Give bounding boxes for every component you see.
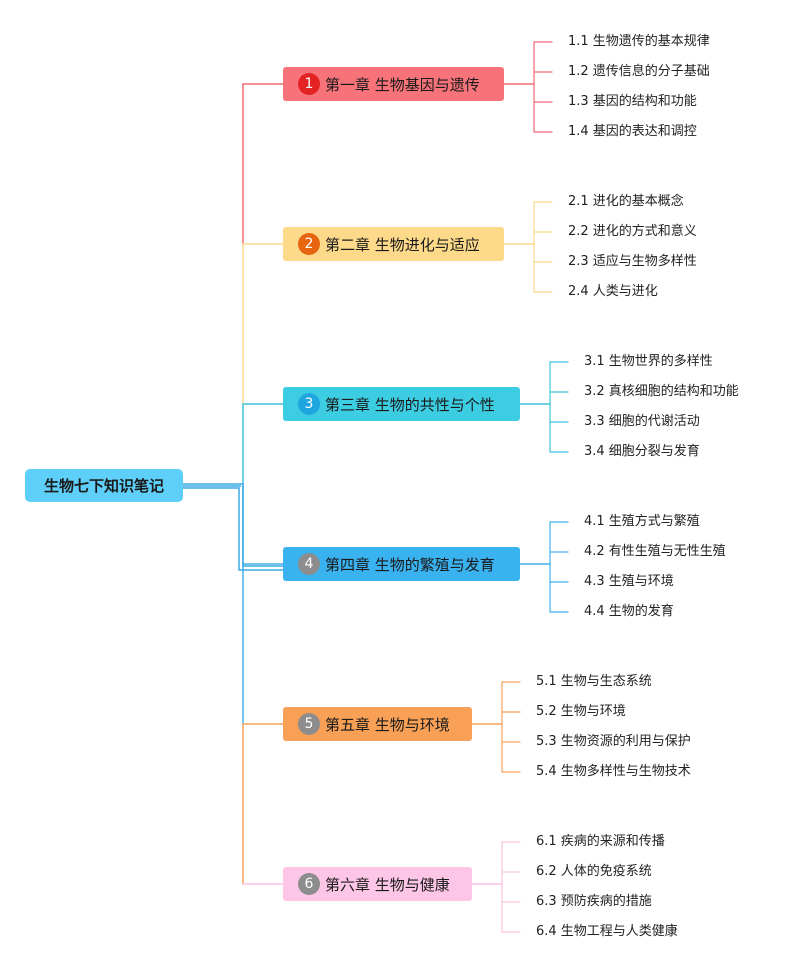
subtopic-item[interactable]: 3.1 生物世界的多样性 [584, 354, 713, 369]
subtopic-item[interactable]: 3.2 真核细胞的结构和功能 [584, 384, 739, 399]
subtopic-item[interactable]: 2.1 进化的基本概念 [568, 194, 684, 209]
chapter-node-6[interactable]: 6 第六章 生物与健康 [283, 867, 472, 901]
subtopic-item[interactable]: 5.4 生物多样性与生物技术 [536, 764, 691, 779]
chapter-label: 第三章 生物的共性与个性 [325, 395, 495, 414]
chapter-label: 第六章 生物与健康 [325, 875, 450, 894]
chapter-label: 第一章 生物基因与遗传 [325, 75, 480, 94]
root-connector-line [183, 487, 283, 571]
chapter-node-4[interactable]: 4 第四章 生物的繁殖与发育 [283, 547, 520, 581]
chapter-label: 第二章 生物进化与适应 [325, 235, 480, 254]
subtopic-item[interactable]: 5.1 生物与生态系统 [536, 674, 652, 689]
chapter-node-5[interactable]: 5 第五章 生物与环境 [283, 707, 472, 741]
subtopic-item[interactable]: 2.2 进化的方式和意义 [568, 224, 697, 239]
subtopic-item[interactable]: 1.3 基因的结构和功能 [568, 94, 697, 109]
number-badge-icon: 6 [298, 873, 320, 895]
chapter-node-1[interactable]: 1 第一章 生物基因与遗传 [283, 67, 504, 101]
subtopic-item[interactable]: 6.3 预防疾病的措施 [536, 894, 652, 909]
subtopic-item[interactable]: 1.4 基因的表达和调控 [568, 124, 697, 139]
subtopic-item[interactable]: 5.2 生物与环境 [536, 704, 626, 719]
root-label: 生物七下知识笔记 [43, 477, 164, 495]
subtopic-item[interactable]: 5.3 生物资源的利用与保护 [536, 734, 691, 749]
number-badge-icon: 4 [298, 553, 320, 575]
subtopic-item[interactable]: 4.4 生物的发育 [584, 604, 674, 619]
number-badge-icon: 1 [298, 73, 320, 95]
chapter-node-3[interactable]: 3 第三章 生物的共性与个性 [283, 387, 520, 421]
subtopic-item[interactable]: 6.4 生物工程与人类健康 [536, 924, 678, 939]
subtopic-item[interactable]: 2.3 适应与生物多样性 [568, 254, 697, 269]
number-badge-icon: 5 [298, 713, 320, 735]
subtopic-item[interactable]: 3.3 细胞的代谢活动 [584, 414, 700, 429]
root-connector-line [183, 483, 283, 567]
subtopic-item[interactable]: 4.2 有性生殖与无性生殖 [584, 544, 726, 559]
subtopic-item[interactable]: 3.4 细胞分裂与发育 [584, 444, 700, 459]
chapter-label: 第五章 生物与环境 [325, 715, 450, 734]
subtopic-item[interactable]: 6.2 人体的免疫系统 [536, 864, 652, 879]
subtopic-item[interactable]: 1.2 遗传信息的分子基础 [568, 64, 710, 79]
chapter-node-2[interactable]: 2 第二章 生物进化与适应 [283, 227, 504, 261]
number-badge-icon: 2 [298, 233, 320, 255]
subtopic-item[interactable]: 1.1 生物遗传的基本规律 [568, 34, 710, 49]
chapter-label: 第四章 生物的繁殖与发育 [325, 555, 495, 574]
subtopic-item[interactable]: 4.1 生殖方式与繁殖 [584, 514, 700, 529]
root-node[interactable]: 生物七下知识笔记 [25, 469, 183, 502]
number-badge-icon: 3 [298, 393, 320, 415]
subtopic-item[interactable]: 6.1 疾病的来源和传播 [536, 834, 665, 849]
subtopic-item[interactable]: 2.4 人类与进化 [568, 284, 658, 299]
subtopic-item[interactable]: 4.3 生殖与环境 [584, 574, 674, 589]
